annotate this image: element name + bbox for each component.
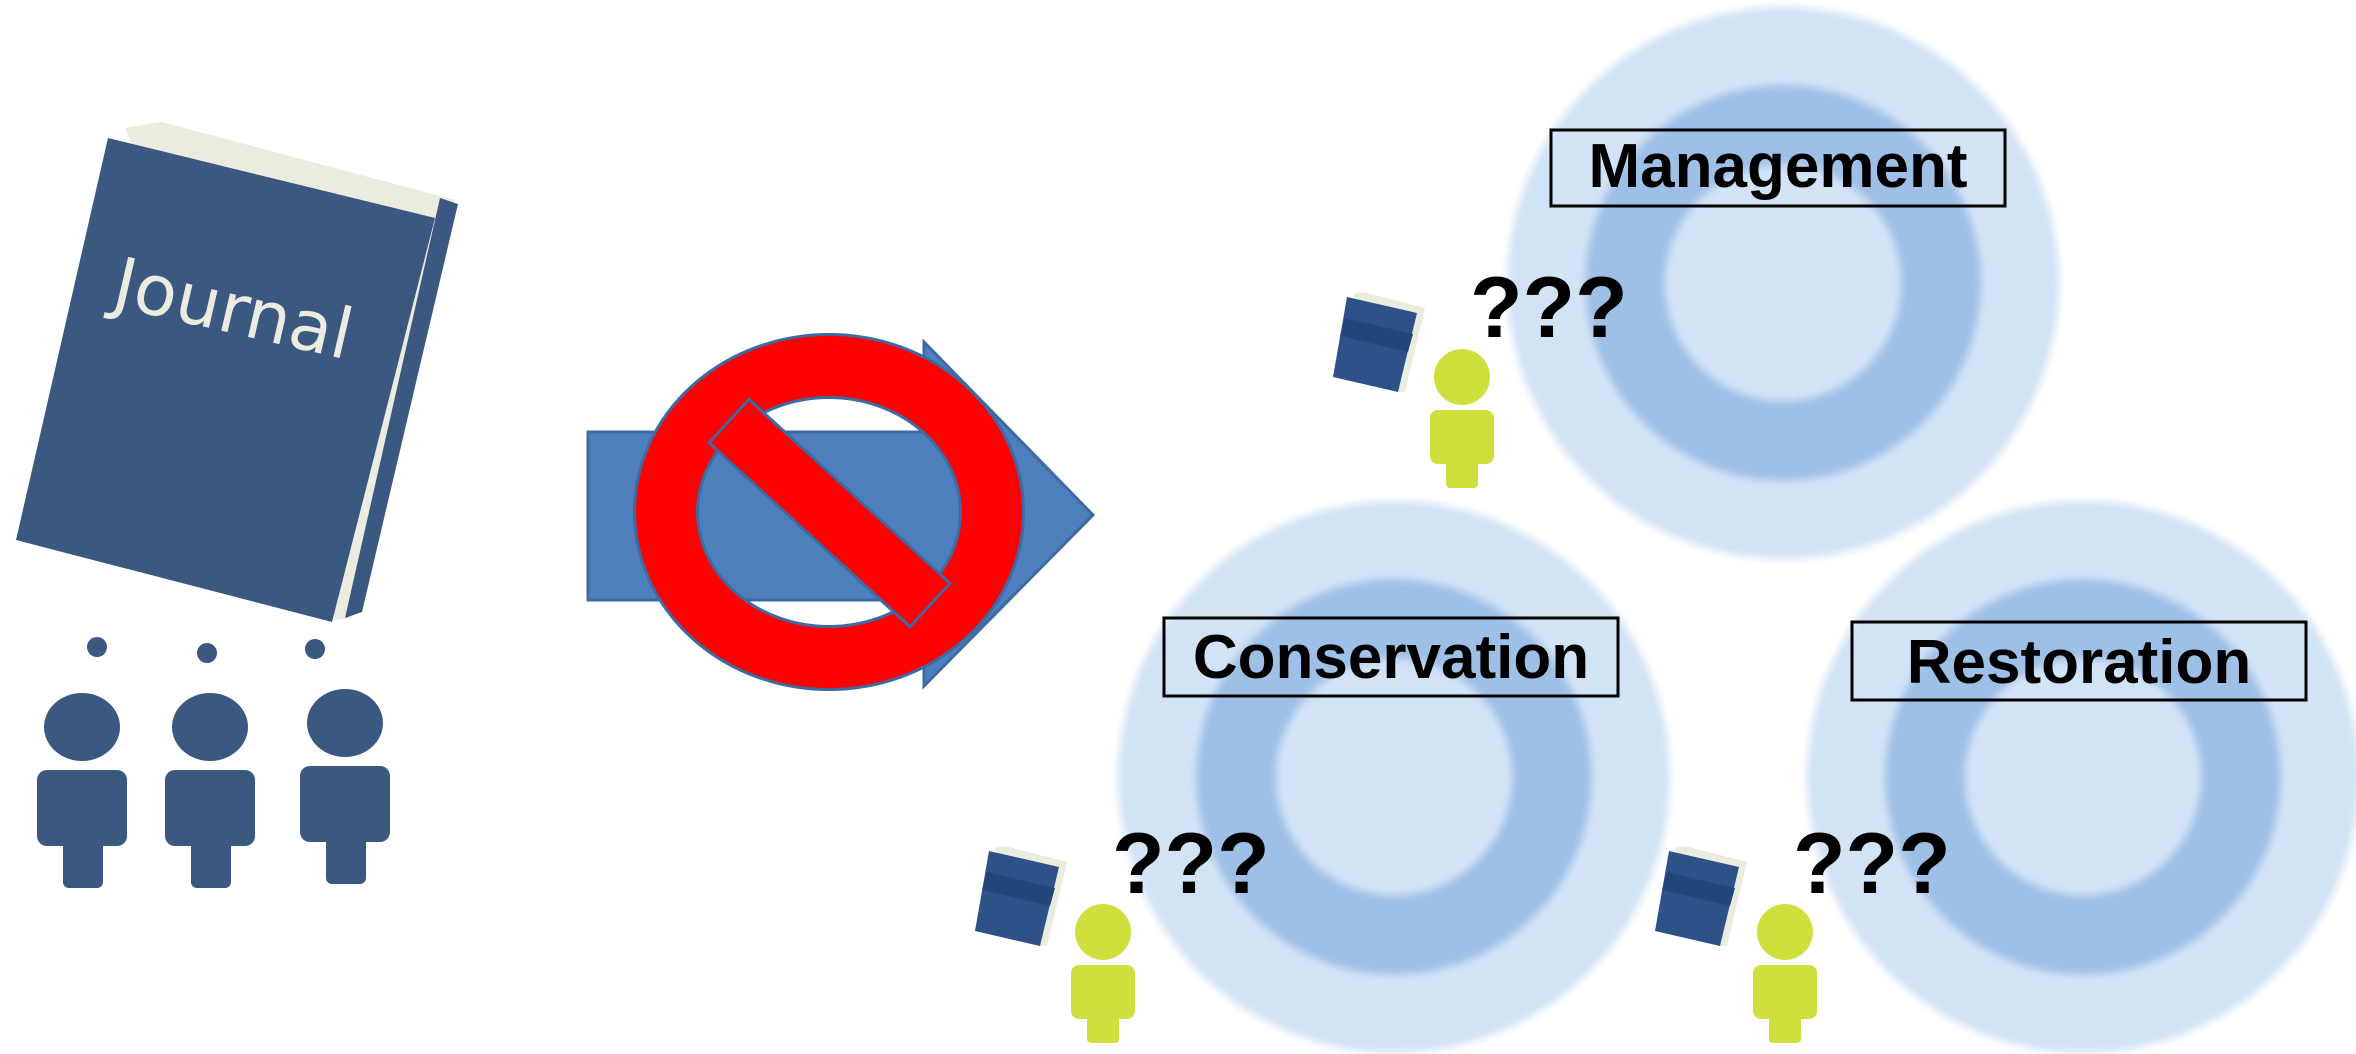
field-label-text: Management bbox=[1589, 132, 1968, 201]
ellipsis-dots bbox=[87, 637, 325, 663]
field-label-management: Management bbox=[1549, 128, 2007, 208]
field-label-conservation: Conservation bbox=[1162, 616, 1620, 698]
person-icon bbox=[37, 693, 127, 888]
mini-journal-icon bbox=[975, 846, 1067, 946]
question-marks: ??? bbox=[1793, 816, 1951, 912]
blocked-arrow bbox=[586, 333, 1096, 691]
field-label-text: Conservation bbox=[1193, 623, 1589, 692]
ellipsis-dot bbox=[305, 639, 325, 659]
field-label-restoration: Restoration bbox=[1850, 620, 2308, 702]
journal-book-icon: Journal bbox=[16, 122, 458, 622]
ellipsis-dot bbox=[197, 643, 217, 663]
practitioner-conservation: ??? bbox=[975, 816, 1270, 1043]
field-circle-management bbox=[1507, 7, 2059, 559]
field-circle-restoration bbox=[1807, 501, 2356, 1053]
researchers-group-icon bbox=[37, 689, 390, 888]
practitioner-icon bbox=[1753, 904, 1817, 1043]
practitioner-management: ??? bbox=[1333, 260, 1628, 488]
person-icon bbox=[300, 689, 390, 884]
practitioner-restoration: ??? bbox=[1655, 816, 1951, 1043]
journal-cover bbox=[16, 138, 435, 622]
no-entry-icon bbox=[633, 333, 1025, 691]
field-circles bbox=[1118, 7, 2356, 1053]
practitioner-icon bbox=[1071, 904, 1135, 1043]
practitioner-icon bbox=[1430, 349, 1494, 488]
mini-journal-icon bbox=[1655, 846, 1747, 946]
field-label-text: Restoration bbox=[1907, 628, 2251, 697]
question-marks: ??? bbox=[1470, 260, 1628, 356]
field-circle-conservation bbox=[1118, 501, 1670, 1053]
ellipsis-dot bbox=[87, 637, 107, 657]
person-icon bbox=[165, 693, 255, 888]
mini-journal-icon bbox=[1333, 292, 1425, 392]
question-marks: ??? bbox=[1112, 816, 1270, 912]
